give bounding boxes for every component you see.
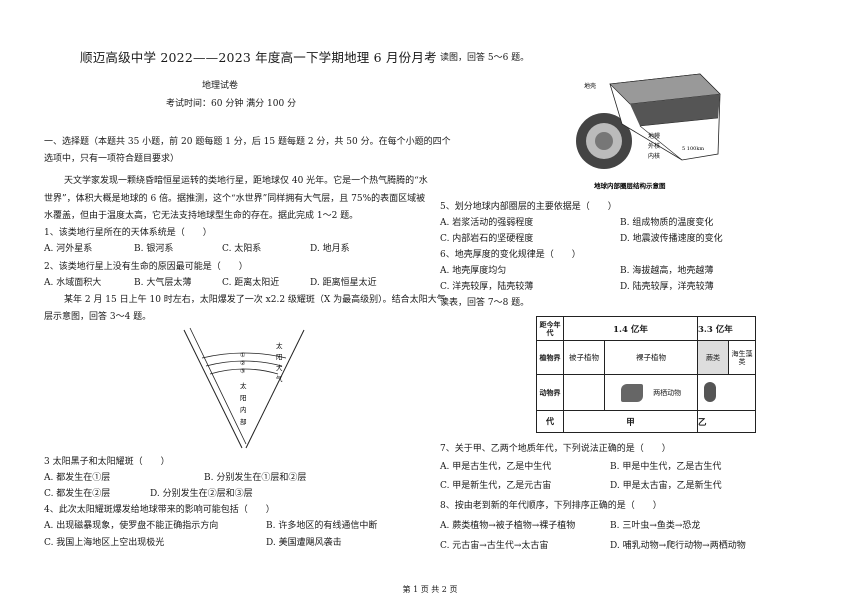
q5-stem: 5、划分地球内部圈层的主要依据是（ ） xyxy=(440,202,617,212)
q3-stem: 3 太阳黑子和太阳耀斑（ ） xyxy=(44,457,170,467)
passage1-line1: 天文学家发现一颗绕昏暗恒星运转的类地行星，距地球仅 40 光年。它是一个热气腾腾… xyxy=(64,176,428,186)
label-depth: 5 100km xyxy=(682,146,704,152)
label-outer-core: 外核 xyxy=(648,142,660,150)
q5-option-c[interactable]: C. 内部岩石的坚硬程度 xyxy=(440,234,534,244)
q1-option-a[interactable]: A. 河外星系 xyxy=(44,244,93,254)
passage1-line2: 世界”，体积大概是地球的 6 倍。据推测，这个“水世界”同样拥有大气层，且 75… xyxy=(44,194,426,204)
table-intro: 读表，回答 7～8 题。 xyxy=(440,298,530,308)
plant-fern: 蕨类 xyxy=(706,353,720,362)
passage1-line3: 水覆盖，但由于温度太高，它无法支持地球型生命的存在。据此完成 1～2 题。 xyxy=(44,211,359,221)
vertical-label-char: 部 xyxy=(240,417,247,426)
q6-stem: 6、地壳厚度的变化规律是（ ） xyxy=(440,250,581,260)
q4-option-c[interactable]: C. 我国上海地区上空出现极光 xyxy=(44,538,165,548)
q4-stem: 4、此次太阳耀斑爆发给地球带来的影响可能包括（ ） xyxy=(44,505,275,515)
dinosaur-icon xyxy=(620,383,643,402)
sun-atmosphere-label: 太阳大气 xyxy=(276,341,283,383)
q4-option-d[interactable]: D. 美国遭飓风袭击 xyxy=(266,538,342,548)
exam-subject: 地理试卷 xyxy=(202,81,239,91)
q2-option-c[interactable]: C. 距离太阳近 xyxy=(222,278,280,288)
plant-angiosperm: 被子植物 xyxy=(563,340,605,375)
q8-option-a[interactable]: A. 蕨类植物→被子植物→裸子植物 xyxy=(440,521,576,531)
plant-algae: 海生藻类 xyxy=(728,340,756,375)
q1-option-d[interactable]: D. 地月系 xyxy=(310,244,350,254)
q4-option-a[interactable]: A. 出现磁暴现象，使罗盘不能正确指示方向 xyxy=(44,521,219,531)
plant-fern-image: 蕨类 xyxy=(697,340,729,375)
trilobite-icon xyxy=(704,381,716,402)
exam-info: 考试时间：60 分钟 满分 100 分 xyxy=(166,99,297,109)
q1-option-c[interactable]: C. 太阳系 xyxy=(222,244,262,254)
earth-interior-diagram: 地壳 地幔 外核 内核 5 100km 地球内部圈层结构示意图 xyxy=(576,73,721,190)
animal-cell-empty xyxy=(563,374,605,411)
section-intro-line2: 选项中，只有一项符合题目要求） xyxy=(44,154,180,164)
q7-option-d[interactable]: D. 甲是太古宙，乙是新生代 xyxy=(610,481,722,491)
passage2-line1: 某年 2 月 15 日上午 10 时左右，太阳爆发了一次 x2.2 级耀斑（X … xyxy=(64,295,446,305)
q7-option-a[interactable]: A. 甲是古生代，乙是中生代 xyxy=(440,462,552,472)
inner-core-ring xyxy=(595,132,613,150)
vertical-label-char: 阳 xyxy=(240,393,247,402)
q7-stem: 7、关于甲、乙两个地质年代，下列说法正确的是（ ） xyxy=(440,444,671,454)
q1-stem: 1、该类地行星所在的天体系统是（ ） xyxy=(44,228,212,238)
label-crust: 地壳 xyxy=(584,82,596,90)
animal-trilobite xyxy=(697,374,756,411)
q6-option-b[interactable]: B. 海拔越高，地壳越薄 xyxy=(620,266,714,276)
vertical-label-char: 气 xyxy=(276,374,283,383)
layer-label-1: ① xyxy=(240,352,245,359)
passage2-line2: 层示意图，回答 3～4 题。 xyxy=(44,312,152,322)
q3-option-a[interactable]: A. 都发生在①层 xyxy=(44,473,111,483)
q5-option-b[interactable]: B. 组成物质的温度变化 xyxy=(620,218,714,228)
q5-option-a[interactable]: A. 岩浆活动的强弱程度 xyxy=(440,218,534,228)
layer-label-3: ③ xyxy=(240,368,245,375)
q2-option-b[interactable]: B. 大气层太薄 xyxy=(134,278,192,288)
vertical-label-char: 阳 xyxy=(276,352,283,361)
page-footer: 第 1 页 共 2 页 xyxy=(402,585,458,594)
layer-line-3 xyxy=(209,368,279,375)
plant-gymnosperm: 裸子植物 xyxy=(604,340,698,375)
exam-title: 顺迈高级中学 2022——2023 年度高一下学期地理 6 月份月考 xyxy=(80,50,437,65)
label-mantle: 地幔 xyxy=(648,132,660,140)
q3-option-d[interactable]: D. 分别发生在②层和③层 xyxy=(150,489,253,499)
section-intro-5-6: 读图，回答 5～6 题。 xyxy=(440,53,530,63)
vertical-label-char: 内 xyxy=(240,405,247,414)
label-inner-core: 内核 xyxy=(648,152,660,160)
vertical-label-char: 太 xyxy=(240,381,247,390)
q6-option-d[interactable]: D. 陆壳较厚，洋壳较薄 xyxy=(620,282,714,292)
q2-option-a[interactable]: A. 水域面积大 xyxy=(44,278,102,288)
layer-line-1 xyxy=(201,352,287,359)
q8-option-b[interactable]: B. 三叶虫→鱼类→恐龙 xyxy=(610,521,701,531)
q6-option-c[interactable]: C. 洋壳较厚，陆壳较薄 xyxy=(440,282,534,292)
q7-option-b[interactable]: B. 甲是中生代，乙是古生代 xyxy=(610,462,722,472)
section-intro-line1: 一、选择题（本题共 35 小题，前 20 题每题 1 分，后 15 题每题 2 … xyxy=(44,137,451,147)
time-1: 1.4 亿年 xyxy=(563,316,698,341)
mantle-band xyxy=(630,94,720,126)
time-2: 3.3 亿年 xyxy=(697,316,756,341)
row-header-animal: 动物界 xyxy=(536,374,564,411)
geologic-era-table: 距今年代 1.4 亿年 3.3 亿年 植物界 被子植物 裸子植物 蕨类 海生藻类… xyxy=(536,316,756,433)
q3-option-c[interactable]: C. 都发生在②层 xyxy=(44,489,111,499)
layer-label-2: ② xyxy=(240,360,245,367)
era-yi: 乙 xyxy=(697,410,756,433)
vertical-label-char: 大 xyxy=(276,363,283,372)
q6-option-a[interactable]: A. 地壳厚度均匀 xyxy=(440,266,507,276)
q8-stem: 8、按由老到新的年代顺序，下列排序正确的是（ ） xyxy=(440,501,662,511)
q7-option-c[interactable]: C. 甲是新生代，乙是元古宙 xyxy=(440,481,552,491)
layer-line-2 xyxy=(205,360,283,367)
row-header-time: 距今年代 xyxy=(536,316,564,341)
q1-option-b[interactable]: B. 银河系 xyxy=(134,244,174,254)
animal-dinosaur-amphibian: 两栖动物 xyxy=(604,374,698,411)
q8-option-c[interactable]: C. 元古宙→古生代→太古宙 xyxy=(440,541,549,551)
earth-diagram-caption: 地球内部圈层结构示意图 xyxy=(594,181,666,190)
q5-option-d[interactable]: D. 地震波传播速度的变化 xyxy=(620,234,723,244)
vertical-label-char: 太 xyxy=(276,341,283,350)
row-header-era: 代 xyxy=(536,410,564,433)
animal-amphibian: 两栖动物 xyxy=(653,388,682,397)
q8-option-d[interactable]: D. 哺乳动物→爬行动物→两栖动物 xyxy=(610,541,746,551)
q2-option-d[interactable]: D. 距离恒星太近 xyxy=(310,278,377,288)
q3-option-b[interactable]: B. 分别发生在①层和②层 xyxy=(204,473,307,483)
q4-option-b[interactable]: B. 许多地区的有线通信中断 xyxy=(266,521,378,531)
row-header-plant: 植物界 xyxy=(536,340,564,375)
q2-stem: 2、该类地行星上没有生命的原因最可能是（ ） xyxy=(44,262,248,272)
era-jia: 甲 xyxy=(563,410,698,433)
